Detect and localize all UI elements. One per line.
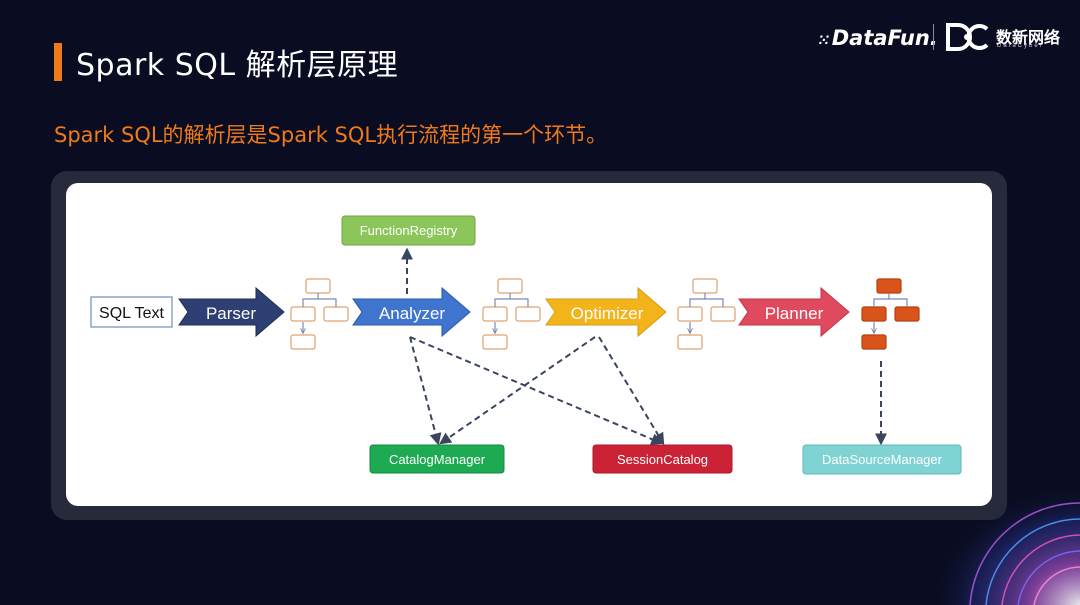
datafun-logo: ⁙DataFun.: [818, 26, 938, 50]
slide-title: Spark SQL 解析层原理: [76, 48, 399, 83]
parser-stage-arrow: Parser: [178, 286, 285, 338]
optimizer-stage-arrow: Optimizer: [545, 286, 667, 338]
planner-label: Planner: [765, 304, 824, 323]
planner-stage-arrow: Planner: [738, 286, 850, 338]
catalog-manager-label: CatalogManager: [389, 452, 486, 467]
analyzer-stage-arrow: Analyzer: [352, 286, 471, 338]
physical-plan-tree-icon: [861, 278, 920, 350]
optimizer-to-session-catalog-arrow: [598, 336, 665, 446]
analyzer-label: Analyzer: [379, 304, 445, 323]
function-registry-node: FunctionRegistry: [341, 215, 476, 246]
slide-subtitle: Spark SQL的解析层是Spark SQL执行流程的第一个环节。: [54, 123, 608, 147]
parser-label: Parser: [206, 304, 256, 323]
datafun-logo-text: DataFun.: [831, 26, 938, 50]
optimizer-label: Optimizer: [571, 304, 644, 323]
decorative-glow-swirl: [930, 485, 1080, 605]
title-accent-bar: [54, 43, 62, 81]
sql-text-label: SQL Text: [99, 305, 164, 322]
analyzer-to-session-catalog-arrow: [409, 336, 664, 445]
logo-divider: [933, 24, 934, 50]
session-catalog-node: SessionCatalog: [592, 444, 733, 474]
resolved-plan-tree-icon: [482, 278, 541, 350]
datacyber-logo-name: 数新网络: [996, 28, 1061, 47]
catalog-manager-node: CatalogManager: [369, 444, 505, 474]
optimized-plan-tree-icon: [677, 278, 736, 350]
data-source-manager-node: DataSourceManager: [802, 444, 962, 475]
datacyber-logo-sub: DataCyber: [997, 43, 1044, 49]
sql-text-node: SQL Text: [90, 296, 173, 328]
function-registry-label: FunctionRegistry: [360, 223, 458, 238]
unresolved-plan-tree-icon: [290, 278, 349, 350]
optimizer-to-catalog-manager-arrow: [439, 336, 596, 445]
spark-sql-pipeline-diagram: SQL Text Parser Analyzer Optimizer Plann…: [90, 215, 962, 475]
analyzer-to-catalog-manager-arrow: [409, 336, 442, 446]
datafun-logo-icon: ⁙: [818, 33, 830, 49]
data-source-manager-label: DataSourceManager: [822, 452, 943, 467]
session-catalog-label: SessionCatalog: [617, 452, 708, 467]
datacyber-logo-icon: [946, 23, 989, 51]
